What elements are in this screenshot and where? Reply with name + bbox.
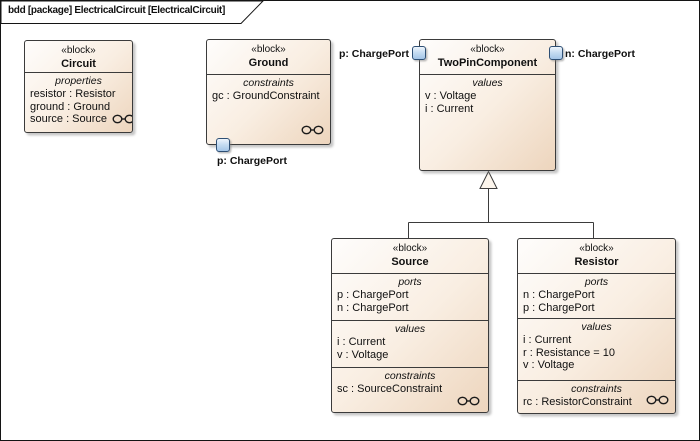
compartment-values: values v : Voltage i : Current xyxy=(420,75,555,170)
compartment-label: constraints xyxy=(384,370,436,382)
constraint-row: sc : SourceConstraint xyxy=(337,383,443,395)
block-twopincomponent[interactable]: «block» TwoPinComponent values v : Volta… xyxy=(419,39,556,171)
block-twopincomponent-title: «block» TwoPinComponent xyxy=(420,40,555,75)
compartment-label: constraints xyxy=(571,383,622,395)
block-ground[interactable]: «block» Ground constraints gc : GroundCo… xyxy=(206,39,331,145)
port-row: p : ChargePort xyxy=(337,289,409,301)
port-row: n : ChargePort xyxy=(337,301,409,314)
block-source[interactable]: «block» Source ports p : ChargePort n : … xyxy=(331,238,489,413)
block-circuit[interactable]: «block» Circuit properties resistor : Re… xyxy=(24,40,133,133)
block-name: Circuit xyxy=(61,58,96,70)
constraint-row: gc : GroundConstraint xyxy=(212,90,320,102)
compartment-label: properties xyxy=(55,75,102,87)
compartment-label: ports xyxy=(584,276,609,288)
property-row: ground : Ground xyxy=(30,100,111,113)
stereotype-label: «block» xyxy=(470,44,505,55)
compartment-values: values i : Current r : Resistance = 10 v… xyxy=(518,319,675,381)
compartment-label: ports xyxy=(398,276,422,288)
compartment-label: values xyxy=(472,77,503,89)
compartment-constraints: constraints gc : GroundConstraint xyxy=(207,75,330,144)
compartment-constraints: constraints sc : SourceConstraint xyxy=(332,368,488,412)
diagram-frame-tab xyxy=(1,1,264,24)
value-row: v : Voltage xyxy=(425,90,477,102)
block-ground-title: «block» Ground xyxy=(207,40,330,75)
block-circuit-title: «block» Circuit xyxy=(25,41,132,73)
block-name: Ground xyxy=(248,57,289,69)
port-row: n : ChargePort xyxy=(523,289,595,301)
value-row: r : Resistance = 10 xyxy=(523,346,616,359)
compartment-ports: ports p : ChargePort n : ChargePort xyxy=(332,274,488,321)
stereotype-label: «block» xyxy=(61,45,96,56)
twopincomponent-port-n-label: n: ChargePort xyxy=(565,48,636,60)
composite-structure-icon xyxy=(301,125,324,135)
stereotype-label: «block» xyxy=(251,44,286,55)
composite-structure-icon xyxy=(646,395,669,405)
twopincomponent-port-n[interactable] xyxy=(549,46,563,60)
constraint-row: rc : ResistorConstraint xyxy=(523,396,632,408)
value-row: i : Current xyxy=(523,334,572,346)
generalization-arrowhead xyxy=(479,170,498,189)
value-row: i : Current xyxy=(337,336,386,348)
block-resistor[interactable]: «block» Resistor ports n : ChargePort p … xyxy=(517,238,676,414)
compartment-label: values xyxy=(581,321,612,333)
twopincomponent-port-p[interactable] xyxy=(412,46,426,60)
twopincomponent-port-p-label: p: ChargePort xyxy=(338,48,409,60)
port-row: p : ChargePort xyxy=(523,301,595,314)
composite-structure-icon xyxy=(112,114,132,124)
value-row: v : Voltage xyxy=(337,348,389,361)
compartment-ports: ports n : ChargePort p : ChargePort xyxy=(518,274,675,319)
diagram-title: bdd [package] ElectricalCircuit [Electri… xyxy=(8,5,225,16)
compartment-label: constraints xyxy=(243,77,294,89)
stereotype-label: «block» xyxy=(579,243,614,254)
compartment-properties: properties resistor : Resistor ground : … xyxy=(25,73,132,132)
property-row: resistor : Resistor xyxy=(30,88,116,100)
block-name: TwoPinComponent xyxy=(437,57,538,69)
property-row: source : Source xyxy=(30,113,132,126)
compartment-constraints: constraints rc : ResistorConstraint xyxy=(518,381,675,413)
ground-port-p-label: p: ChargePort xyxy=(217,155,288,167)
composite-structure-icon xyxy=(457,396,480,406)
stereotype-label: «block» xyxy=(392,243,428,254)
compartment-label: values xyxy=(394,323,426,335)
compartment-values: values i : Current v : Voltage xyxy=(332,321,488,368)
value-row: i : Current xyxy=(425,102,474,115)
block-resistor-title: «block» Resistor xyxy=(518,239,675,274)
value-row: v : Voltage xyxy=(523,359,575,371)
ground-port-p[interactable] xyxy=(216,138,230,152)
block-source-title: «block» Source xyxy=(332,239,488,274)
block-name: Source xyxy=(391,256,429,268)
block-name: Resistor xyxy=(574,256,619,268)
